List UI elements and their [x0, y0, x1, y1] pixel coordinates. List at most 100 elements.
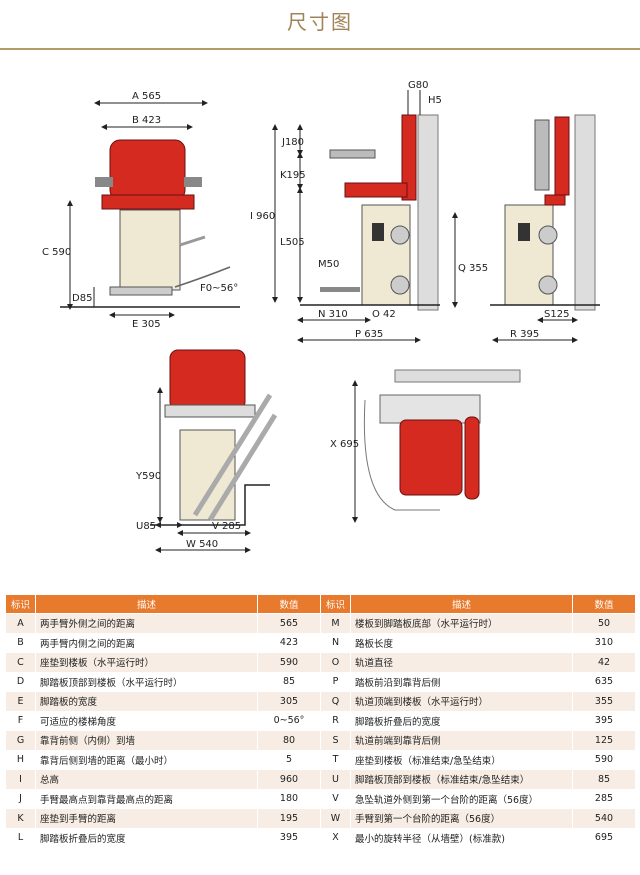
cell-value: 423	[257, 632, 321, 653]
label-D: D85	[72, 293, 92, 304]
armrest-left	[95, 177, 113, 187]
label-X: X 695	[330, 439, 359, 450]
spec-table: 标识 描述 数值 标识 描述 数值 A 两手臂外侧之间的距离 565 M 楼板到…	[5, 594, 636, 848]
wall-side	[417, 114, 439, 311]
header-value-right: 数值	[572, 594, 636, 614]
armrest-right	[184, 177, 202, 187]
cell-id: I	[5, 769, 36, 790]
label-V: V 285	[212, 521, 241, 532]
cell-desc: 脚踏板折叠后的宽度	[350, 710, 573, 731]
label-C: C 590	[42, 247, 71, 258]
table-row: E 脚踏板的宽度 305 Q 轨道顶端到楼板（水平运行时） 355	[5, 691, 636, 712]
cell-id: R	[320, 710, 351, 731]
cell-id: W	[320, 808, 351, 829]
backrest-side	[401, 114, 417, 201]
label-G: G80	[408, 80, 428, 91]
cell-value: 960	[257, 769, 321, 790]
header-desc-right: 描述	[350, 594, 573, 614]
cell-id: U	[320, 769, 351, 790]
table-row: C 座垫到楼板（水平运行时） 590 O 轨道直径 42	[5, 652, 636, 673]
wall-folded	[574, 114, 596, 311]
label-R: R 395	[510, 329, 539, 340]
cell-value: 85	[257, 671, 321, 692]
cell-id: F	[5, 710, 36, 731]
cell-value: 85	[572, 769, 636, 790]
cell-value: 565	[257, 613, 321, 634]
cell-desc: 座垫到楼板（标准结束/急坠结束）	[350, 749, 573, 770]
cell-id: N	[320, 632, 351, 653]
seat-top	[399, 419, 463, 496]
label-L: L505	[280, 237, 305, 248]
seat-front	[101, 194, 195, 210]
cell-id: X	[320, 827, 351, 848]
cell-desc: 两手臂内侧之间的距离	[35, 632, 258, 653]
cell-id: C	[5, 652, 36, 673]
cell-desc: 脚踏板的宽度	[35, 691, 258, 712]
page-title: 尺寸图	[287, 10, 353, 34]
title-divider	[0, 48, 640, 50]
cell-value: 80	[257, 730, 321, 751]
table-row: B 两手臂内侧之间的距离 423 N 路板长度 310	[5, 632, 636, 653]
cell-value: 195	[257, 808, 321, 829]
label-K: K195	[280, 170, 306, 181]
front-view: A 565 B 423 C 590 D85 E 305 F0~56°	[42, 91, 240, 330]
label-M: M50	[318, 259, 339, 270]
table-row: A 两手臂外侧之间的距离 565 M 楼板到脚踏板底部（水平运行时） 50	[5, 613, 636, 634]
cell-desc: 脚踏板顶部到楼板（标准结束/急坠结束）	[350, 769, 573, 790]
cell-id: P	[320, 671, 351, 692]
cell-value: 395	[572, 710, 636, 731]
cell-value: 125	[572, 730, 636, 751]
dimension-diagram: A 565 B 423 C 590 D85 E 305 F0~56° G80 H…	[42, 80, 600, 553]
label-B: B 423	[132, 115, 161, 126]
seat-side	[344, 182, 408, 198]
label-A: A 565	[132, 91, 161, 102]
cell-value: 180	[257, 788, 321, 809]
label-U: U85	[136, 521, 156, 532]
cell-id: H	[5, 749, 36, 770]
cell-id: E	[5, 691, 36, 712]
header-id-right: 标识	[320, 594, 351, 614]
footrest-side	[320, 287, 360, 292]
cell-value: 50	[572, 613, 636, 634]
label-N: N 310	[318, 309, 348, 320]
label-O: O 42	[372, 309, 396, 320]
cell-value: 310	[572, 632, 636, 653]
table-header: 标识 描述 数值 标识 描述 数值	[5, 594, 636, 614]
label-F: F0~56°	[200, 283, 238, 294]
cell-value: 540	[572, 808, 636, 829]
cell-value: 590	[257, 652, 321, 673]
cell-id: J	[5, 788, 36, 809]
cell-desc: 座垫到楼板（水平运行时）	[35, 652, 258, 673]
cell-id: O	[320, 652, 351, 673]
footrest-front	[109, 286, 173, 296]
table-row: H 靠背后侧到墙的距离（最小时） 5 T 座垫到楼板（标准结束/急坠结束） 59…	[5, 749, 636, 770]
side-view: G80 H5 I 960 J180 K195 L505 M50 N 310 O …	[250, 80, 488, 343]
cell-value: 42	[572, 652, 636, 673]
cell-value: 0~56°	[257, 710, 321, 731]
cell-desc: 急坠轨道外侧到第一个台阶的距离（56度）	[350, 788, 573, 809]
cell-id: M	[320, 613, 351, 634]
stairs-view: Y590 U85 V 285 W 540	[135, 349, 278, 553]
header-id-left: 标识	[5, 594, 36, 614]
cell-desc: 可适应的楼梯角度	[35, 710, 258, 731]
chair-body-stairs	[179, 429, 236, 521]
cell-desc: 轨道顶端到楼板（水平运行时）	[350, 691, 573, 712]
top-view: X 695	[330, 369, 521, 523]
rail-top	[379, 394, 481, 424]
label-J: J180	[281, 137, 304, 148]
cell-desc: 路板长度	[350, 632, 573, 653]
table-row: G 靠背前侧（内侧）到墙 80 S 轨道前端到靠背后侧 125	[5, 730, 636, 751]
cell-value: 695	[572, 827, 636, 848]
label-H: H5	[428, 95, 442, 106]
cell-desc: 轨道前端到靠背后侧	[350, 730, 573, 751]
table-row: J 手臂最高点到靠背最高点的距离 180 V 急坠轨道外侧到第一个台阶的距离（5…	[5, 788, 636, 809]
cell-id: V	[320, 788, 351, 809]
cell-desc: 总高	[35, 769, 258, 790]
cell-value: 590	[572, 749, 636, 770]
cell-value: 355	[572, 691, 636, 712]
cell-value: 395	[257, 827, 321, 848]
folded-view: S125 R 395	[490, 114, 600, 343]
cell-desc: 脚踏板顶部到楼板（水平运行时）	[35, 671, 258, 692]
label-Q: Q 355	[458, 263, 488, 274]
label-S: S125	[544, 309, 569, 320]
